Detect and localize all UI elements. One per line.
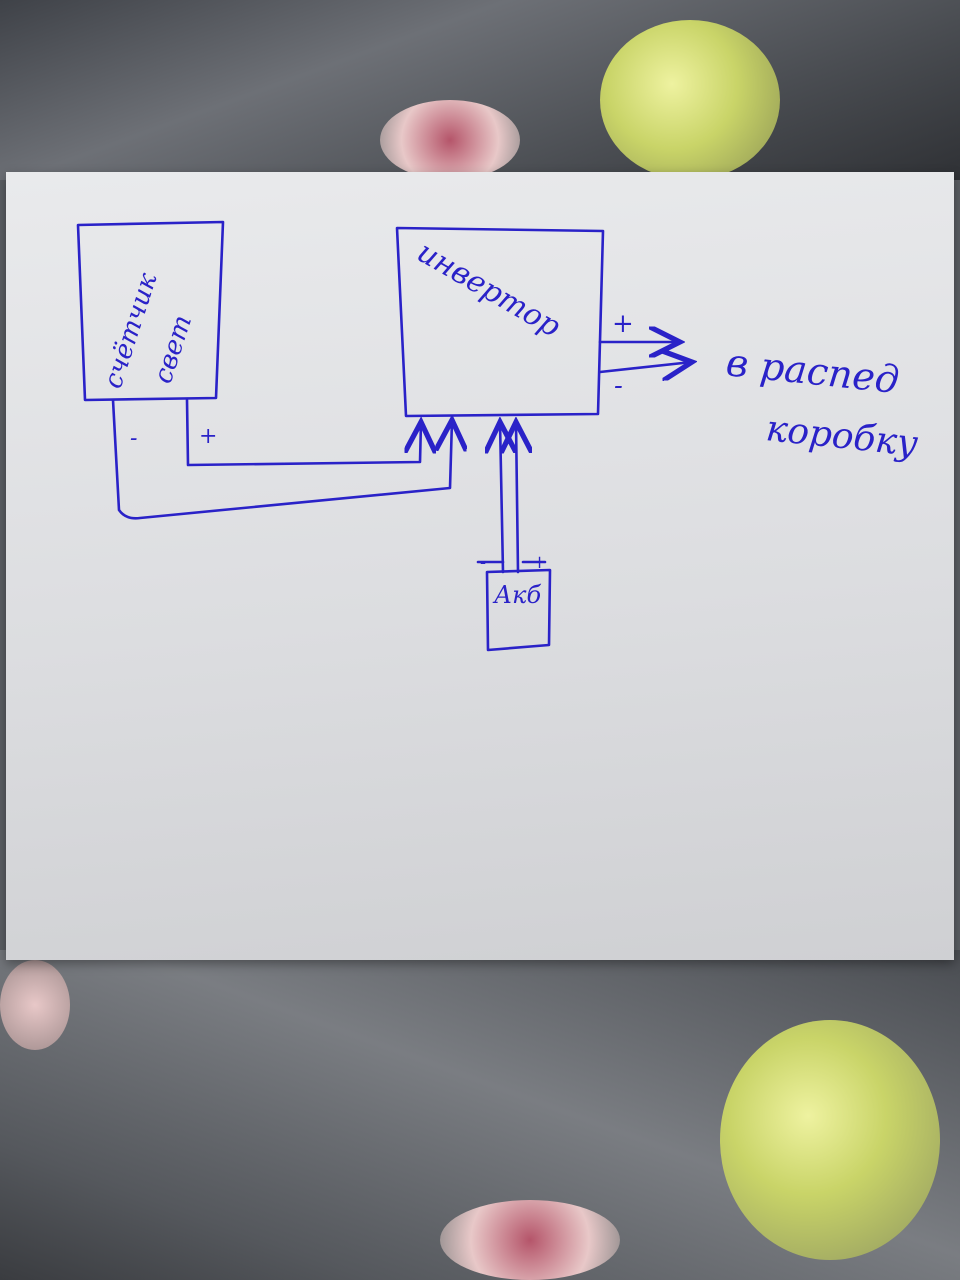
battery-label: Акб	[492, 581, 542, 609]
battery-minus-sign: -	[480, 552, 486, 573]
flower-decoration	[720, 1020, 940, 1260]
flower-decoration	[600, 20, 780, 180]
output-note-line2: коробку	[764, 408, 920, 465]
meter-minus-sign: -	[130, 426, 137, 451]
wire-meter-minus	[111, 398, 452, 520]
output-wire-minus	[598, 362, 692, 372]
meter-label-line2: свет	[148, 312, 198, 388]
output-minus-sign: -	[614, 371, 623, 401]
flower-decoration	[380, 100, 520, 180]
meter-plus-sign: +	[199, 424, 217, 449]
meter-box	[76, 220, 225, 402]
flower-decoration	[440, 1200, 620, 1280]
output-plus-sign: +	[612, 309, 634, 339]
inverter-box	[395, 226, 605, 418]
battery-box	[485, 568, 552, 652]
paper-sheet	[6, 172, 954, 960]
wire-battery-1	[500, 422, 503, 574]
inverter-label: инвертор	[411, 235, 566, 345]
output-note-line1: в распед	[724, 340, 901, 402]
wire-meter-plus	[185, 398, 421, 467]
flower-decoration	[0, 960, 70, 1050]
battery-plus-sign: +	[532, 552, 547, 573]
wire-battery-2	[516, 422, 518, 574]
